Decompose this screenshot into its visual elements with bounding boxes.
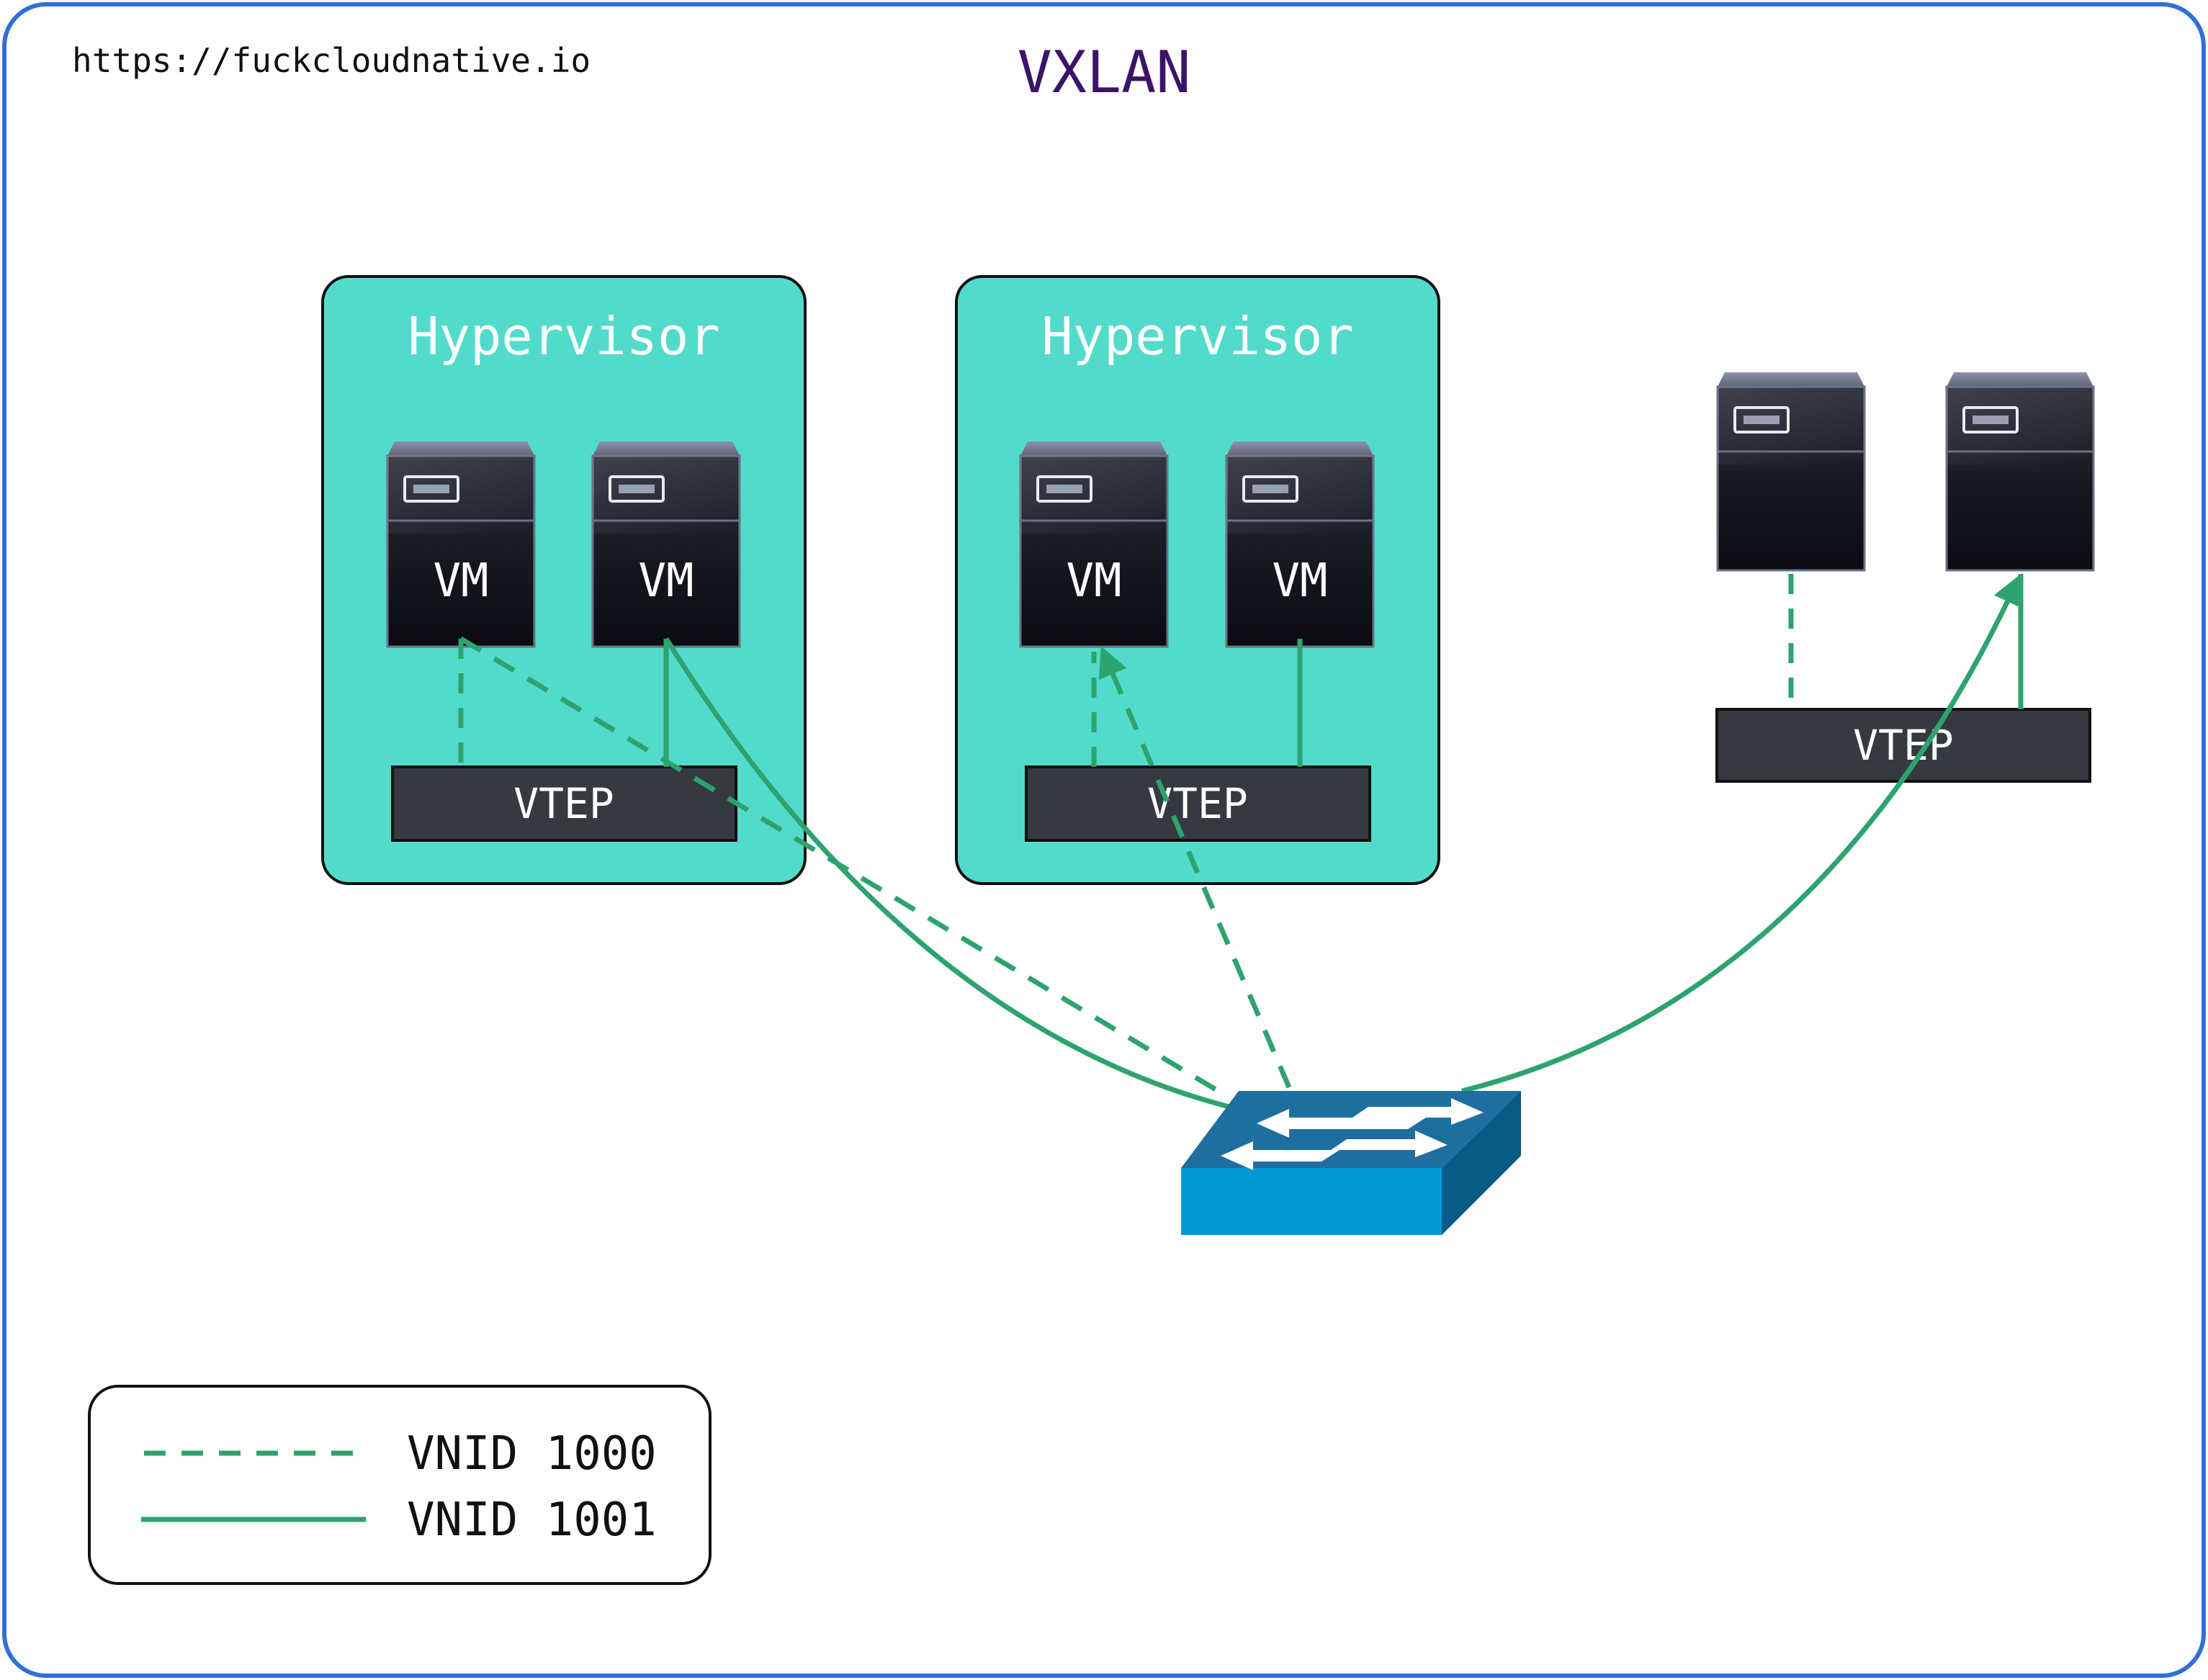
vm-label: VM xyxy=(1272,554,1327,608)
vm-server-icon: VM xyxy=(386,441,536,648)
vtep-box xyxy=(1025,765,1371,842)
legend-label: VNID 1000 xyxy=(407,1427,657,1481)
tunnel-vnid-1000 xyxy=(1098,646,1292,1089)
server-icon xyxy=(1945,372,2095,572)
vm-server-icon: VM xyxy=(1225,441,1375,648)
vm-server-icon: VM xyxy=(591,441,741,648)
tunnel-vnid-1001 xyxy=(664,637,1254,1115)
tunnel-vnid-1001 xyxy=(1461,574,2021,1094)
vm-vtep-links xyxy=(458,574,2024,767)
vtep-label: VTEP xyxy=(513,779,614,828)
vm-label: VM xyxy=(433,554,488,608)
legend-box xyxy=(88,1385,712,1585)
legend: VNID 1000 VNID 1001 xyxy=(88,1385,712,1585)
host-hypervisor-2: Hypervisor VM VM VTEP xyxy=(955,275,1440,885)
host-hypervisor-1: Hypervisor VM VM VTEP xyxy=(321,275,807,885)
hypervisor-box xyxy=(321,275,807,885)
vm-label: VM xyxy=(1066,554,1121,608)
server-icon xyxy=(1716,372,1866,572)
hypervisor-box xyxy=(955,275,1440,885)
hypervisor-label: Hypervisor xyxy=(1041,306,1353,367)
host-physical: VTEP xyxy=(1715,372,2095,783)
vm-label: VM xyxy=(638,554,694,608)
vm-server-icon: VM xyxy=(1019,441,1169,648)
source-url: https://fuckcloudnative.io xyxy=(72,41,591,80)
vtep-box xyxy=(1715,708,2091,783)
overlay-links xyxy=(459,574,2021,1115)
switch-icon xyxy=(1181,1091,1521,1235)
diagram-title: VXLAN xyxy=(1018,39,1191,106)
vtep-label: VTEP xyxy=(1147,779,1248,828)
legend-label: VNID 1001 xyxy=(407,1493,657,1547)
hypervisor-label: Hypervisor xyxy=(408,306,719,367)
